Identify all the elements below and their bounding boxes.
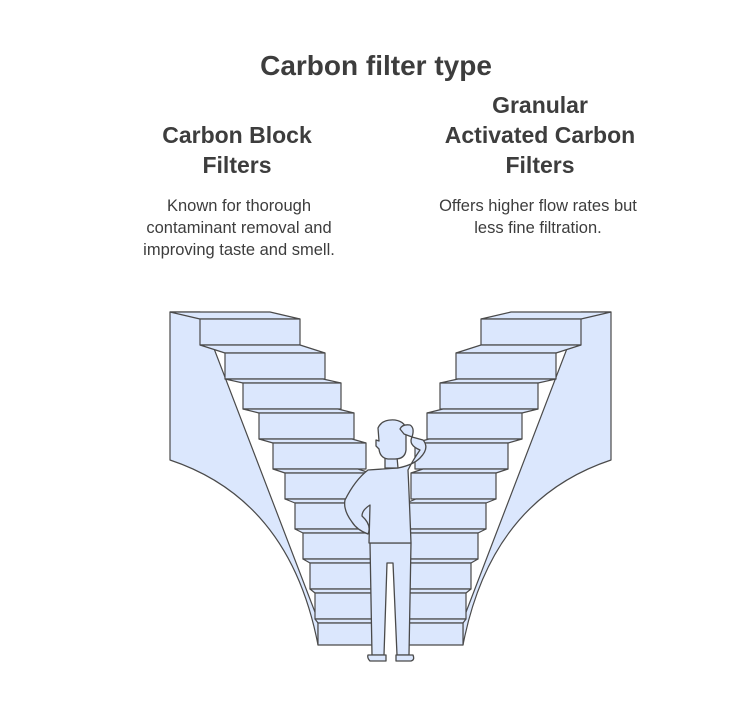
stair-step-front [242,382,342,410]
person-head [375,419,407,460]
stair-step-front [426,412,523,440]
stair-step-front [272,442,367,470]
stair-step-front [314,592,381,620]
stair-step-front [199,318,301,346]
stair-step-front [400,532,479,560]
stair-step-front [302,532,381,560]
stair-step-front [224,352,326,380]
stair-step-front [455,352,557,380]
person-legs [369,542,412,656]
person-hand [399,424,414,438]
person-foot-right [395,654,415,662]
option-right-description: Offers higher flow rates but less fine f… [439,197,637,237]
confused-person [344,419,427,662]
stair-step-front [439,382,539,410]
stair-step-front [410,472,497,500]
stair-step-front [317,622,381,646]
option-left-heading: Carbon Block Filters [162,122,312,178]
stair-step-front [400,562,472,590]
person-torso [344,436,427,544]
stair-step-front [414,442,509,470]
stair-step-front [405,502,487,530]
right-staircase [400,311,612,646]
left-staircase [169,311,381,646]
person-foot-left [367,654,387,662]
stair-step-front [309,562,381,590]
stair-step-front [400,622,464,646]
stair-step-top [455,344,582,354]
option-right-heading: Granular Activated Carbon Filters [444,92,636,178]
stair-step-top [199,344,326,354]
option-left-description: Known for thorough contaminant removal a… [143,197,335,259]
stair-step-front [400,592,467,620]
stair-step-front [480,318,582,346]
diagram-title: Carbon filter type [260,50,492,81]
stair-step-front [258,412,355,440]
